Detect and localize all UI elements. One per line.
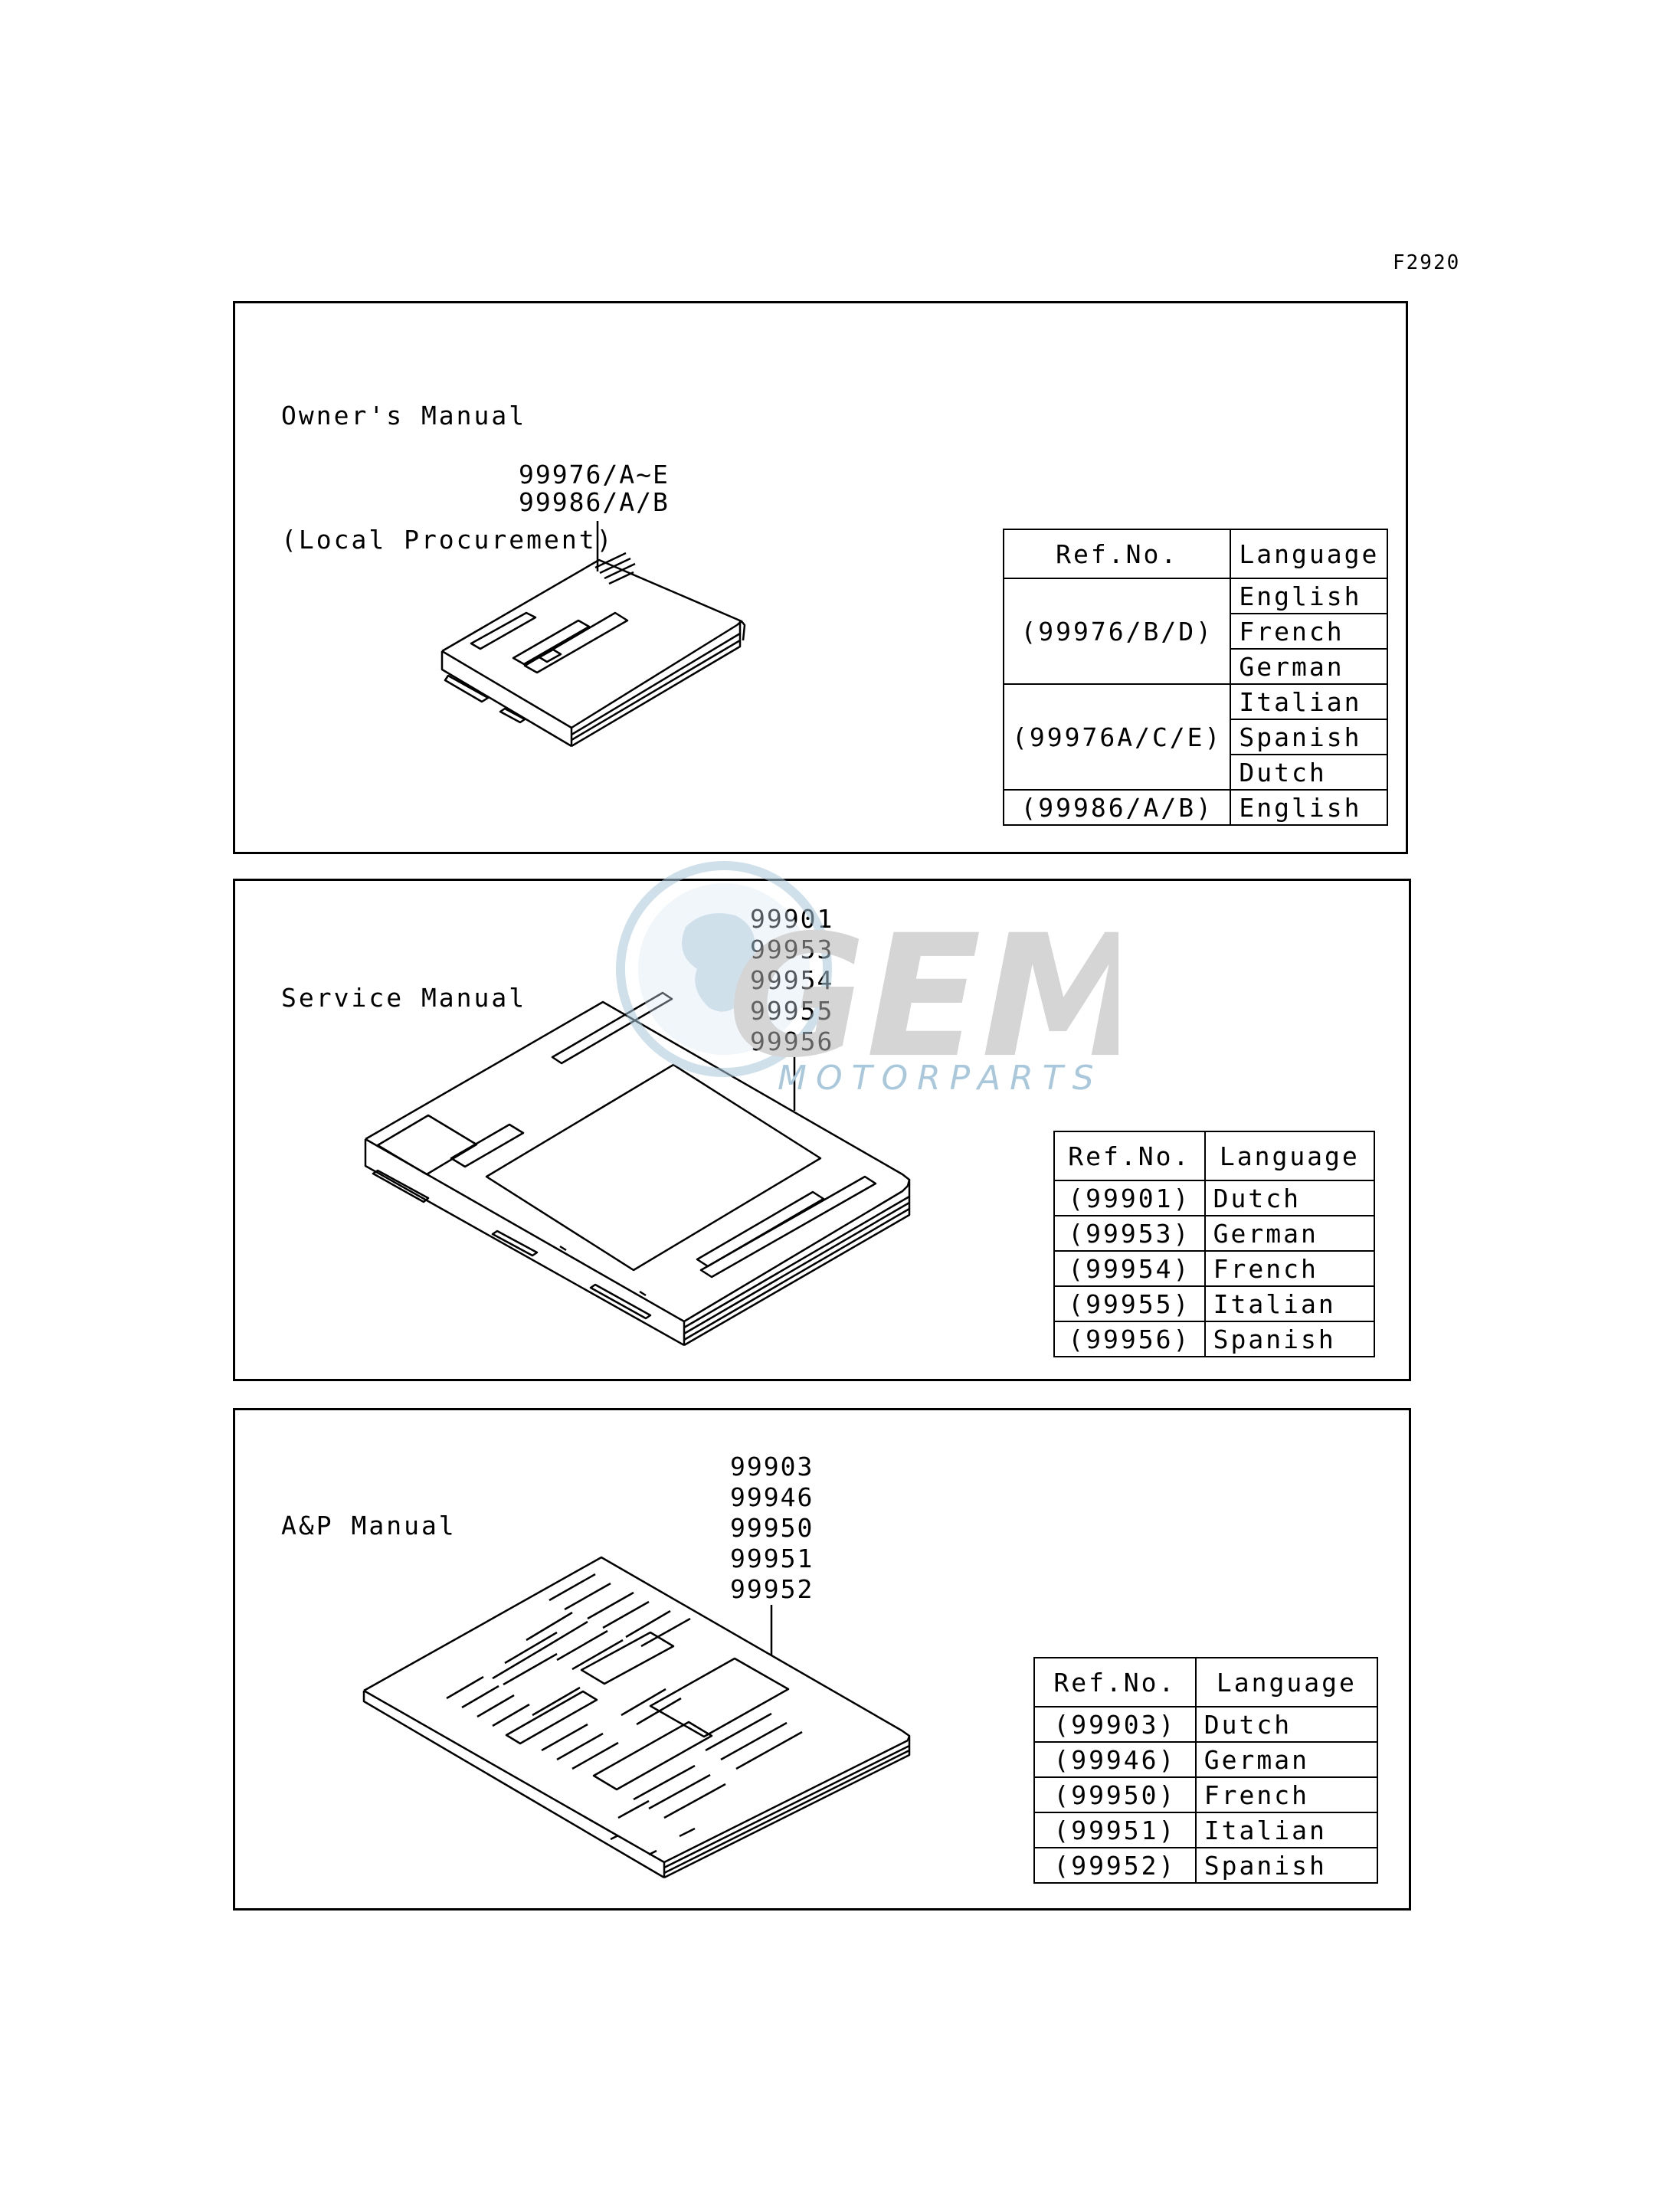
ref-cell: (99954) bbox=[1053, 1250, 1206, 1287]
ref-table: Ref.No. Language (99903)Dutch (99946)Ger… bbox=[1033, 1657, 1379, 1884]
ref-cell: (99950) bbox=[1033, 1776, 1197, 1813]
ref-cell: (99903) bbox=[1033, 1706, 1197, 1743]
ref-cell: (99956) bbox=[1053, 1321, 1206, 1357]
ref-cell: (99953) bbox=[1053, 1215, 1206, 1252]
language-cell: French bbox=[1204, 1250, 1376, 1287]
ref-cell: (99976/B/D) bbox=[1002, 578, 1232, 685]
ref-cell: (99976A/C/E) bbox=[1002, 683, 1232, 791]
language-cell: Italian bbox=[1204, 1285, 1376, 1322]
part-number: 99950 bbox=[730, 1513, 814, 1543]
panel-title: Service Manual bbox=[281, 895, 526, 1102]
language-cell: Dutch bbox=[1194, 1706, 1379, 1743]
language-cell: Spanish bbox=[1230, 719, 1389, 755]
language-cell: English bbox=[1230, 578, 1389, 614]
language-cell: Spanish bbox=[1204, 1321, 1376, 1357]
figure-code: F2920 bbox=[1393, 251, 1461, 274]
ref-header: Ref.No. bbox=[1033, 1657, 1197, 1708]
panel-title-line: (Local Procurement) bbox=[281, 525, 614, 555]
part-number: 99946 bbox=[730, 1482, 814, 1512]
language-cell: French bbox=[1230, 613, 1389, 650]
part-number: 99986/A/B bbox=[519, 487, 670, 517]
language-header: Language bbox=[1204, 1131, 1376, 1181]
language-header: Language bbox=[1194, 1657, 1379, 1708]
part-number: 99951 bbox=[730, 1544, 814, 1573]
watermark-subtitle: MOTORPARTS bbox=[778, 1059, 1103, 1098]
part-number: 99976/A~E bbox=[519, 460, 670, 489]
ref-cell: (99986/A/B) bbox=[1002, 789, 1232, 826]
part-number: 99903 bbox=[730, 1452, 814, 1482]
panel-title-line: A&P Manual bbox=[281, 1511, 457, 1541]
ref-header: Ref.No. bbox=[1053, 1131, 1206, 1181]
ref-cell: (99951) bbox=[1033, 1812, 1197, 1848]
ref-header: Ref.No. bbox=[1002, 529, 1232, 579]
panel-title: A&P Manual bbox=[281, 1423, 457, 1629]
ref-cell: (99901) bbox=[1053, 1180, 1206, 1216]
language-cell: German bbox=[1230, 648, 1389, 685]
ref-table: Ref.No. Language (99976/B/D) English Fre… bbox=[1002, 529, 1389, 826]
owners-manual-panel: Owner's Manual (Local Procurement) 99976… bbox=[233, 301, 1408, 854]
language-cell: German bbox=[1204, 1215, 1376, 1252]
ref-cell: (99955) bbox=[1053, 1285, 1206, 1322]
language-header: Language bbox=[1230, 529, 1389, 579]
language-cell: Italian bbox=[1194, 1812, 1379, 1848]
ap-manual-panel: A&P Manual 99903 99946 99950 99951 99952 bbox=[233, 1408, 1411, 1911]
ref-table: Ref.No. Language (99901)Dutch (99953)Ger… bbox=[1053, 1131, 1376, 1357]
language-cell: Italian bbox=[1230, 683, 1389, 720]
panel-title: Owner's Manual (Local Procurement) bbox=[281, 313, 614, 643]
panel-title-line: Owner's Manual bbox=[281, 401, 527, 431]
part-numbers: 99976/A~E 99986/A/B bbox=[519, 461, 670, 516]
language-cell: German bbox=[1194, 1741, 1379, 1778]
part-numbers: 99903 99946 99950 99951 99952 bbox=[730, 1452, 814, 1605]
owners-manual-illustration bbox=[440, 521, 746, 748]
language-cell: French bbox=[1194, 1776, 1379, 1813]
language-cell: English bbox=[1230, 789, 1389, 826]
language-cell: Dutch bbox=[1204, 1180, 1376, 1216]
part-number: 99952 bbox=[730, 1574, 814, 1604]
language-cell: Dutch bbox=[1230, 754, 1389, 791]
ap-manual-illustration bbox=[362, 1556, 911, 1879]
ref-cell: (99952) bbox=[1033, 1847, 1197, 1884]
panel-title-line: Service Manual bbox=[281, 983, 527, 1013]
service-manual-panel: Service Manual 99901 99953 99954 99955 9… bbox=[233, 879, 1411, 1381]
language-cell: Spanish bbox=[1194, 1847, 1379, 1884]
ref-cell: (99946) bbox=[1033, 1741, 1197, 1778]
